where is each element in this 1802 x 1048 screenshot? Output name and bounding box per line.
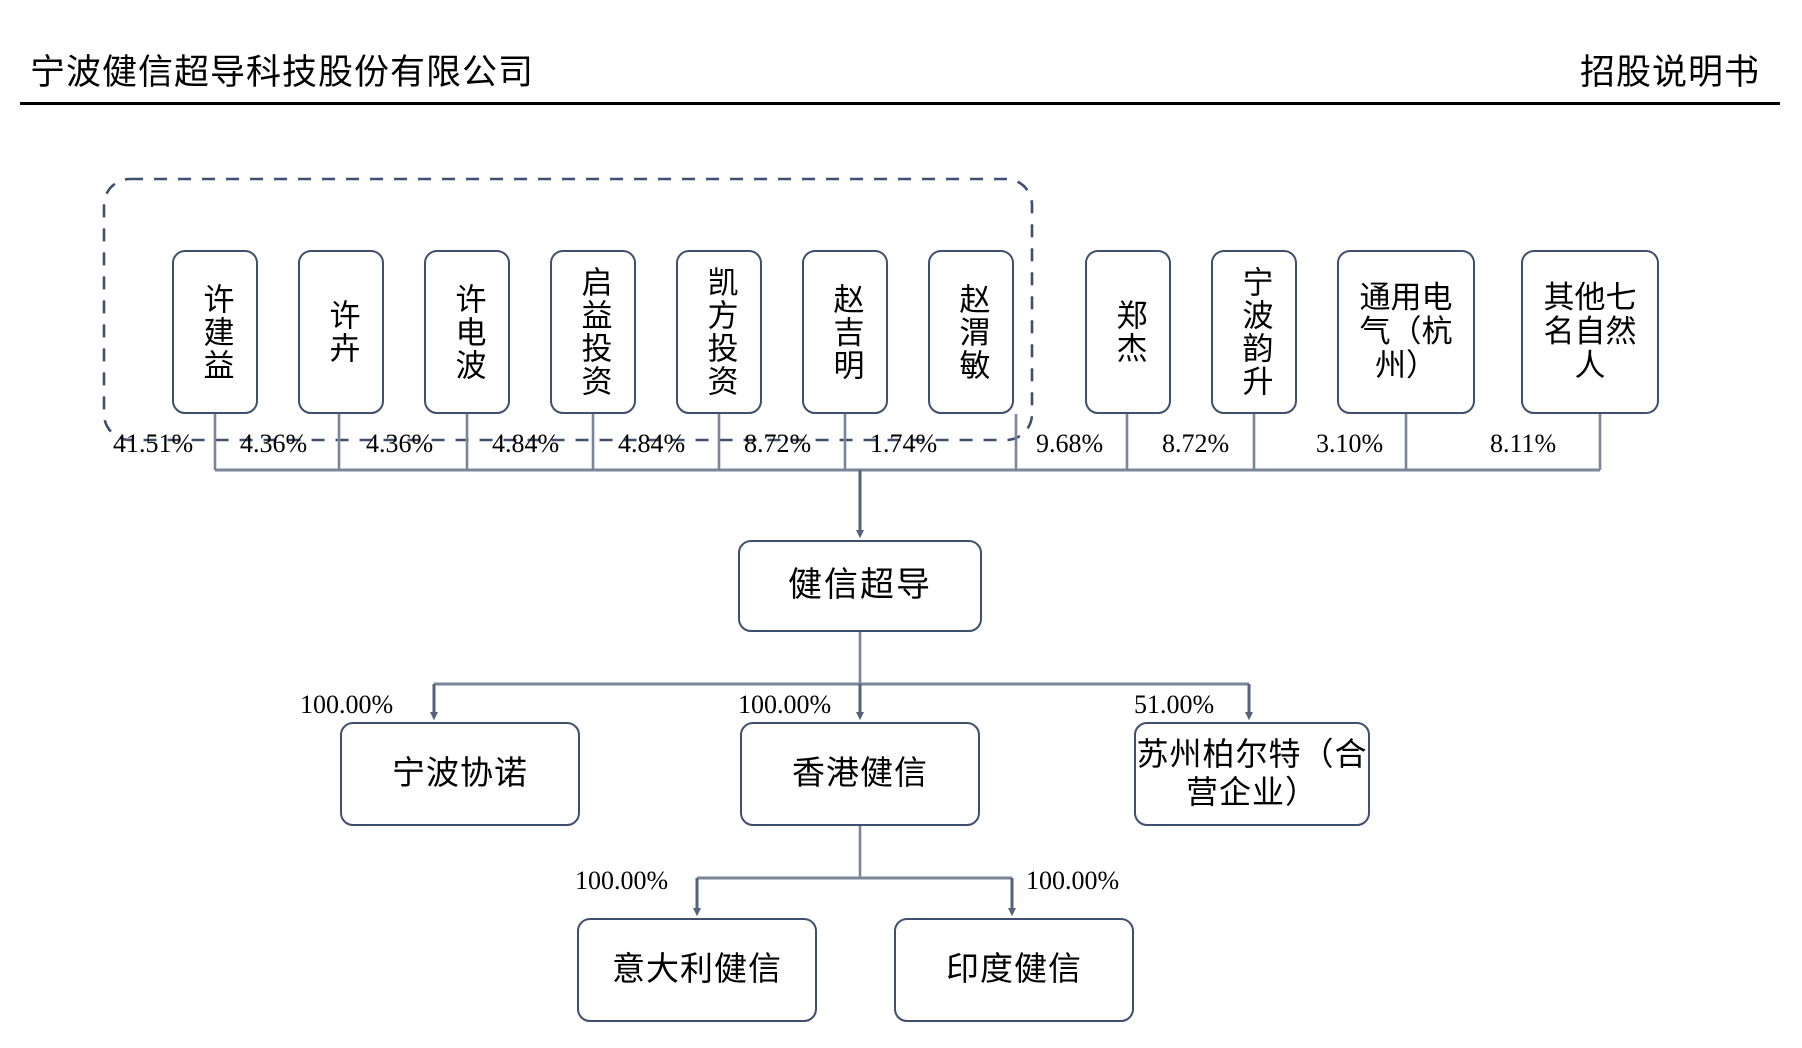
percent-label-ningbo-xienuo: 100.00% bbox=[300, 690, 394, 719]
percent-label-italy-jianxin: 100.00% bbox=[575, 866, 669, 895]
sub-subsidiary-box-italy-jianxin[interactable]: 意大利健信 bbox=[577, 918, 817, 1022]
percent-label-xu-jianyi: 41.51% bbox=[113, 429, 194, 458]
shareholder-box-other-seven-individuals[interactable]: 其他七名自然人 bbox=[1521, 250, 1659, 414]
subsidiary-box-hongkong-jianxin[interactable]: 香港健信 bbox=[740, 722, 980, 826]
sub-subsidiary-box-india-jianxin[interactable]: 印度健信 bbox=[894, 918, 1134, 1022]
percent-label-hongkong-jianxin: 100.00% bbox=[738, 690, 832, 719]
percent-label-kaifang-investment: 4.84% bbox=[618, 429, 686, 458]
center-entity-box-jianxin-superconductor[interactable]: 健信超导 bbox=[738, 540, 982, 632]
percent-label-other-seven-individuals: 8.11% bbox=[1490, 429, 1557, 458]
dashed-control-group-boundary bbox=[102, 177, 1034, 442]
percent-label-zhao-weimin: 1.74% bbox=[870, 429, 938, 458]
subsidiary-box-suzhou-baierte[interactable]: 苏州柏尔特（合营企业） bbox=[1134, 722, 1370, 826]
percent-label-ge-hangzhou: 3.10% bbox=[1316, 429, 1384, 458]
percent-label-suzhou-baierte: 51.00% bbox=[1134, 690, 1215, 719]
header-document-type: 招股说明书 bbox=[1579, 53, 1760, 92]
shareholder-box-qiyi-investment[interactable]: 启益投资 bbox=[550, 250, 636, 414]
percent-label-zhao-jiming: 8.72% bbox=[744, 429, 812, 458]
shareholder-box-xu-jianyi[interactable]: 许建益 bbox=[172, 250, 258, 414]
shareholder-box-zheng-jie[interactable]: 郑杰 bbox=[1085, 250, 1171, 414]
percent-label-india-jianxin: 100.00% bbox=[1026, 866, 1120, 895]
percent-label-qiyi-investment: 4.84% bbox=[492, 429, 560, 458]
subsidiary-box-ningbo-xienuo[interactable]: 宁波协诺 bbox=[340, 722, 580, 826]
shareholder-box-ningbo-yunsheng[interactable]: 宁波韵升 bbox=[1211, 250, 1297, 414]
percent-label-zheng-jie: 9.68% bbox=[1036, 429, 1104, 458]
page-header: 宁波健信超导科技股份有限公司 招股说明书 bbox=[0, 44, 1802, 106]
shareholder-box-zhao-weimin[interactable]: 赵渭敏 bbox=[928, 250, 1014, 414]
shareholder-box-zhao-jiming[interactable]: 赵吉明 bbox=[802, 250, 888, 414]
shareholder-box-xu-dianbo[interactable]: 许电波 bbox=[424, 250, 510, 414]
percent-label-xu-hui: 4.36% bbox=[240, 429, 308, 458]
header-divider bbox=[20, 102, 1780, 105]
header-company-name: 宁波健信超导科技股份有限公司 bbox=[30, 53, 535, 92]
percent-label-ningbo-yunsheng: 8.72% bbox=[1162, 429, 1230, 458]
shareholder-box-ge-hangzhou[interactable]: 通用电气（杭州） bbox=[1337, 250, 1475, 414]
shareholder-box-kaifang-investment[interactable]: 凯方投资 bbox=[676, 250, 762, 414]
shareholder-box-xu-hui[interactable]: 许卉 bbox=[298, 250, 384, 414]
percent-label-xu-dianbo: 4.36% bbox=[366, 429, 434, 458]
